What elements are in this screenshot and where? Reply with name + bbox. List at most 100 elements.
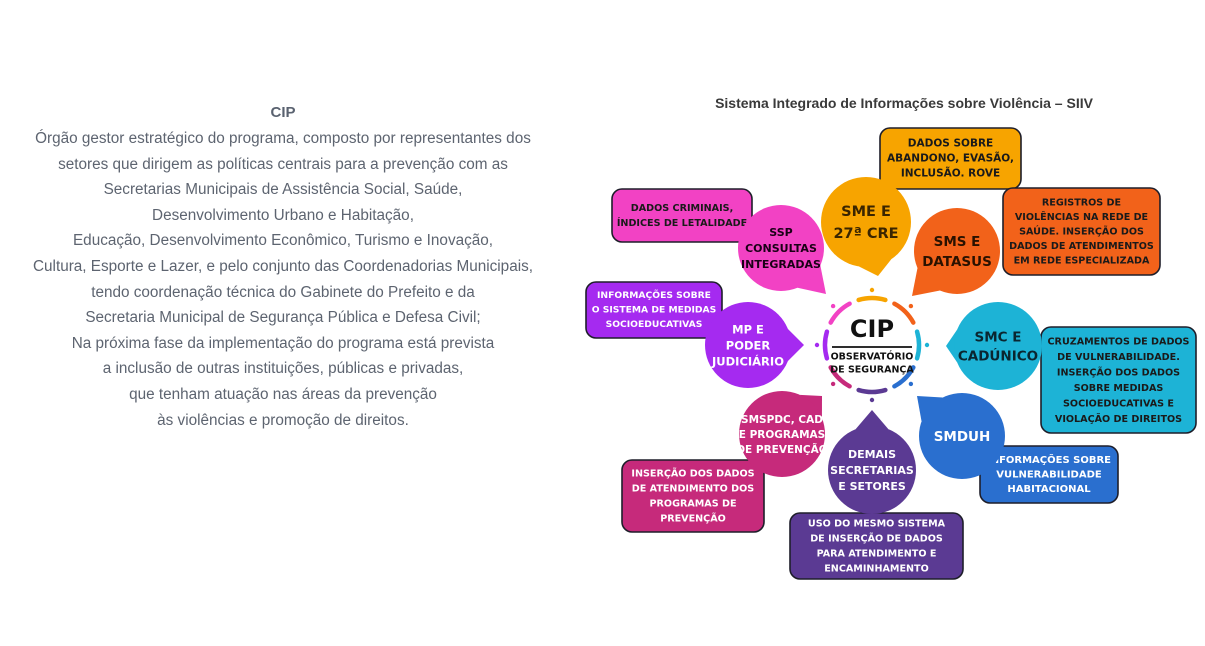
ssp-bubble <box>738 205 824 291</box>
ssp-label-group: SSP CONSULTAS INTEGRADAS <box>741 226 821 271</box>
description-line: que tenham atuação nas áreas da prevençã… <box>129 385 437 403</box>
center-ring-arc <box>892 365 916 389</box>
c-smc-text: VIOLAÇÃO DE DIREITOS <box>1055 412 1182 425</box>
sms-label: DATASUS <box>922 254 992 270</box>
smc-label: SMC E <box>975 330 1022 346</box>
demais-label: SECRETARIAS <box>830 464 914 477</box>
description-line: às violências e promoção de direitos. <box>157 411 409 429</box>
c-smc-text-group: CRUZAMENTOS DE DADOS DE VULNERABILIDADE. I… <box>1048 336 1190 425</box>
center-ring-dot <box>814 342 820 348</box>
c-smduh-text: VULNERABILIDADE <box>996 470 1102 481</box>
c-smspdc-text-group: INSERÇÃO DOS DADOS DE ATENDIMENTO DOS PROG… <box>631 467 754 525</box>
center-subtitle-1: OBSERVATÓRIO <box>831 351 914 363</box>
center-ring-dot <box>908 303 914 309</box>
demais-label-group: DEMAIS SECRETARIAS E SETORES <box>830 448 914 493</box>
cip-description: CIP Órgão gestor estratégico do programa… <box>0 100 566 433</box>
c-smspdc-text: DE ATENDIMENTO DOS <box>632 484 754 495</box>
sme-label-group: SME E 27ª CRE <box>833 204 898 242</box>
diagram-title: Sistema Integrado de Informações sobre V… <box>715 95 1093 111</box>
c-mp-box <box>585 281 723 339</box>
center-ring-arc <box>856 295 888 303</box>
cip-heading: CIP <box>270 104 296 121</box>
c-smduh-text-group: INFORMAÇÕES SOBREVULNERABILIDADEHABITACI… <box>987 453 1111 495</box>
center-ring-dot <box>869 287 875 293</box>
c-demais-text: ENCAMINHAMENTO <box>824 564 928 575</box>
c-ssp-box <box>611 188 753 243</box>
c-ssp-text: DADOS CRIMINAIS, <box>631 203 733 214</box>
smspdc-label: DE PREVENÇÃO <box>736 443 827 456</box>
c-smc-box <box>1040 326 1197 434</box>
center-ring-dot <box>830 303 836 309</box>
description-line: Educação, Desenvolvimento Econômico, Tur… <box>72 232 494 250</box>
smspdc-label: E PROGRAMAS <box>739 429 826 441</box>
c-sme-text: INCLUSÃO. ROVE <box>901 167 1000 180</box>
c-demais-text: DE INSERÇÃO DE DADOS <box>810 532 943 545</box>
c-sms-text: EM REDE ESPECIALIZADA <box>1014 256 1150 267</box>
description-line: a inclusão de outras instituições, públi… <box>102 360 464 378</box>
description-line: Cultura, Esporte e Lazer, e pelo conjunt… <box>33 257 533 275</box>
center-ring-dot <box>924 342 930 348</box>
c-smc-text: DE VULNERABILIDADE. <box>1057 352 1180 363</box>
sme-bubble <box>821 177 911 267</box>
sme-label: 27ª CRE <box>833 226 898 242</box>
c-mp-text-group: INFORMAÇÕES SOBRE O SISTEMA DE MEDIDAS SOC… <box>592 289 717 330</box>
c-sms-text: REGISTROS DE <box>1042 198 1121 209</box>
c-mp-text: O SISTEMA DE MEDIDAS <box>592 305 717 316</box>
mp-label: JUDICIÁRIO <box>711 354 784 369</box>
demais-label: E SETORES <box>838 480 906 493</box>
c-smspdc-box <box>621 459 765 533</box>
demais-label: DEMAIS <box>848 448 896 461</box>
ssp-label: CONSULTAS <box>745 242 817 255</box>
c-smc-text: CRUZAMENTOS DE DADOS <box>1048 336 1190 347</box>
c-smspdc-text: INSERÇÃO DOS DADOS <box>631 467 754 480</box>
center-ring-dot <box>869 397 875 403</box>
center-ring-arc <box>822 329 830 361</box>
c-ssp-text-group: DADOS CRIMINAIS,ÍNDICES DE LETALIDADE <box>617 203 747 229</box>
c-sms-text: SAÚDE. INSERÇÃO DOS <box>1019 225 1144 238</box>
sms-bubble-tail <box>912 267 941 296</box>
smduh-label: SMDUH <box>934 429 991 445</box>
ssp-label: INTEGRADAS <box>741 258 821 271</box>
center-ring-arc <box>828 301 852 325</box>
mp-label: MP E <box>732 323 764 337</box>
c-mp-text: SOCIOEDUCATIVAS <box>606 319 703 330</box>
c-smc-text: SOBRE MEDIDAS <box>1074 383 1164 394</box>
c-sms-box <box>1002 187 1161 276</box>
smc-bubble <box>954 302 1042 390</box>
c-demais-text: PARA ATENDIMENTO E <box>817 549 937 560</box>
c-mp-text: INFORMAÇÕES SOBRE <box>597 289 711 301</box>
center-ring-arc <box>828 365 852 389</box>
c-smc-text: INSERÇÃO DOS DADOS <box>1057 365 1180 378</box>
sme-label: SME E <box>841 204 891 220</box>
sms-label: SMS E <box>934 234 981 250</box>
ssp-label: SSP <box>769 226 792 239</box>
center-ring-dot <box>830 381 836 387</box>
c-sme-text: DADOS SOBRE <box>908 138 993 150</box>
smduh-label-group: SMDUH <box>934 429 991 445</box>
c-sms-text: DADOS DE ATENDIMENTOS <box>1009 241 1154 252</box>
c-demais-text: USO DO MESMO SISTEMA <box>808 519 946 530</box>
sms-label-group: SMS E DATASUS <box>922 234 992 270</box>
description-line: tendo coordenação técnica do Gabinete do… <box>91 283 475 301</box>
center-ring-dot <box>908 381 914 387</box>
c-smspdc-text: PROGRAMAS DE <box>650 499 737 510</box>
mp-bubble-tail <box>787 329 804 361</box>
c-demais-text-group: USO DO MESMO SISTEMA DE INSERÇÃO DE DADOS… <box>808 519 946 575</box>
center-ring-arc <box>914 329 922 361</box>
mp-label: PODER <box>726 339 771 353</box>
sms-bubble <box>914 208 1000 294</box>
center-title: CIP <box>850 315 894 343</box>
description-line: setores que dirigem as políticas centrai… <box>58 155 508 173</box>
c-smduh-text: HABITACIONAL <box>1007 484 1091 495</box>
c-smspdc-text: PREVENÇÃO <box>660 512 726 525</box>
smc-label: CADÚNICO <box>958 347 1038 365</box>
smduh-bubble <box>919 393 1005 479</box>
center-ring-arc <box>892 301 916 325</box>
description-line: Órgão gestor estratégico do programa, co… <box>35 130 531 147</box>
